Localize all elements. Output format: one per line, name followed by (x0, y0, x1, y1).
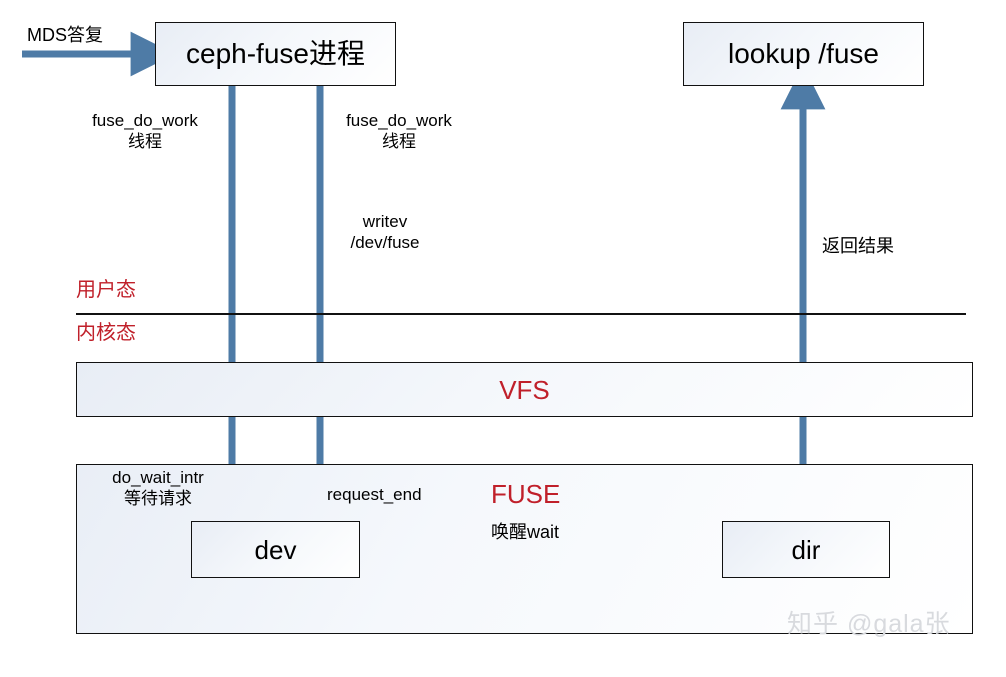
label-request-end: request_end (327, 485, 422, 504)
box-dir[interactable]: dir (722, 521, 890, 578)
box-ceph-fuse-process[interactable]: ceph-fuse进程 (155, 22, 396, 86)
label-user-mode: 用户态 (76, 279, 136, 301)
box-vfs[interactable]: VFS (76, 362, 973, 417)
label-fuse-do-work-right: fuse_do_work 线程 (346, 111, 452, 151)
label-kernel-mode: 内核态 (76, 322, 136, 344)
box-lookup-fuse-label: lookup /fuse (728, 38, 879, 69)
label-writev-dev-fuse: writev /dev/fuse (350, 212, 420, 252)
mode-divider-line (76, 313, 966, 315)
box-lookup-fuse[interactable]: lookup /fuse (683, 22, 924, 86)
label-wake-wait: 唤醒wait (491, 522, 560, 542)
box-vfs-label: VFS (499, 374, 550, 405)
label-mds-reply: MDS答复 (27, 25, 103, 45)
label-fuse: FUSE (491, 479, 561, 509)
box-dev[interactable]: dev (191, 521, 360, 578)
box-dir-label: dir (791, 534, 821, 565)
box-ceph-fuse-process-label: ceph-fuse进程 (186, 38, 365, 69)
label-return-result: 返回结果 (822, 236, 894, 256)
label-do-wait-intr: do_wait_intr 等待请求 (112, 468, 204, 508)
label-fuse-do-work-left: fuse_do_work 线程 (92, 111, 198, 151)
box-dev-label: dev (254, 534, 297, 565)
watermark: 知乎 @gala张 (787, 610, 951, 638)
